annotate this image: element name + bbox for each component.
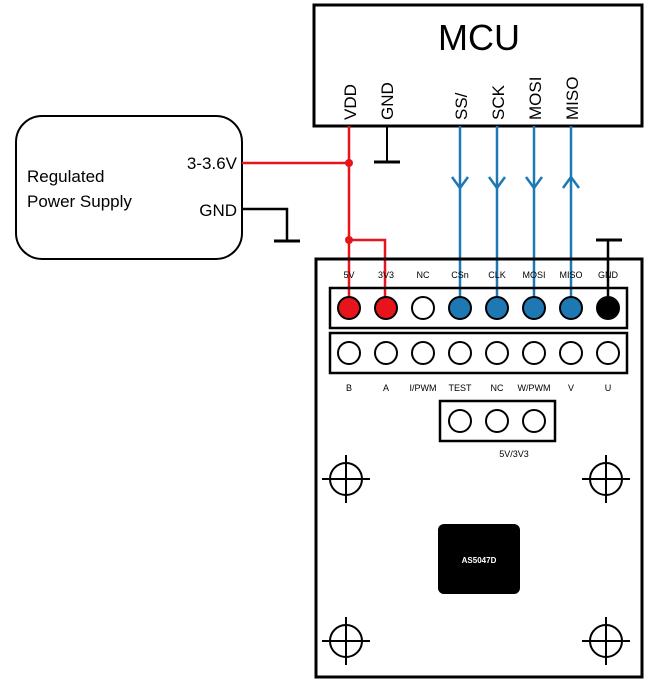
junction-dot-2: [345, 236, 353, 244]
mounting-hole-top-left: [322, 455, 370, 503]
label-miso: MISO: [559, 270, 582, 280]
mcu-pin-ss: SS/: [452, 92, 471, 120]
top-header: [328, 286, 629, 330]
pin-nc: [411, 296, 435, 320]
pin-miso: [559, 296, 583, 320]
power-supply-box: [15, 115, 243, 260]
label-nc-2: NC: [491, 383, 504, 393]
label-5v: 5V: [343, 270, 354, 280]
pin-mosi: [522, 296, 546, 320]
mcu-pin-vdd: VDD: [341, 84, 360, 120]
pin-b: [337, 341, 361, 365]
jumper-label: 5V/3V3: [499, 449, 529, 459]
chip-label: AS5047D: [462, 556, 497, 565]
pin-nc-2: [485, 341, 509, 365]
jumper-pin-3: [522, 409, 546, 433]
label-i-pwm: I/PWM: [410, 383, 437, 393]
pin-w-pwm: [522, 341, 546, 365]
label-u: U: [605, 383, 612, 393]
jumper-pin-2: [485, 409, 509, 433]
mcu-block: MCU VDD GND SS/ SCK MOSI MISO: [312, 3, 644, 128]
label-3v3: 3V3: [378, 270, 394, 280]
bottom-row-labels: B A I/PWM TEST NC W/PWM V U: [346, 383, 611, 393]
jumper-pin-1: [448, 409, 472, 433]
sck-arrow: [487, 176, 507, 191]
label-clk: CLK: [488, 270, 506, 280]
label-w-pwm: W/PWM: [518, 383, 551, 393]
mounting-hole-bottom-right: [582, 617, 630, 665]
pin-clk: [485, 296, 509, 320]
power-supply-out-label: 3-3.6V: [187, 154, 238, 173]
mcu-box: [312, 3, 644, 128]
ss-arrow: [450, 176, 470, 191]
mcu-title: MCU: [438, 17, 520, 58]
power-supply-label-2: Power Supply: [27, 192, 132, 211]
power-supply: Regulated Power Supply 3-3.6V GND: [15, 115, 243, 260]
miso-arrow: [561, 174, 581, 189]
pin-csn: [448, 296, 472, 320]
mounting-hole-top-right: [582, 455, 630, 503]
label-gnd: GND: [598, 270, 619, 280]
top-row-labels: 5V 3V3 NC CSn CLK MOSI MISO GND: [343, 270, 618, 280]
mounting-hole-bottom-left: [322, 617, 370, 665]
pin-3v3: [374, 296, 398, 320]
label-a: A: [383, 383, 389, 393]
power-wires: [242, 126, 387, 308]
spi-wires: [450, 126, 581, 308]
power-supply-label-1: Regulated: [27, 167, 105, 186]
label-csn: CSn: [451, 270, 469, 280]
3v3-wire: [349, 238, 387, 308]
bottom-header: [328, 331, 629, 375]
pin-v: [559, 341, 583, 365]
sensor-board: 5V 3V3 NC CSn CLK MOSI MISO GND B: [314, 257, 644, 679]
label-mosi: MOSI: [522, 270, 545, 280]
mcu-pin-gnd: GND: [378, 82, 397, 120]
mcu-pin-mosi: MOSI: [526, 77, 545, 120]
pin-i-pwm: [411, 341, 435, 365]
pin-u: [596, 341, 620, 365]
label-test: TEST: [448, 383, 472, 393]
mcu-pin-miso: MISO: [563, 77, 582, 120]
label-b: B: [346, 383, 352, 393]
mcu-pin-sck: SCK: [489, 84, 508, 120]
board-outline: [314, 257, 644, 679]
junction-dot-1: [345, 159, 353, 167]
jumper-header: [438, 399, 557, 443]
pin-a: [374, 341, 398, 365]
mosi-arrow: [524, 176, 544, 191]
label-v: V: [568, 383, 574, 393]
pin-gnd: [596, 296, 620, 320]
pin-test: [448, 341, 472, 365]
mcu-gnd-symbol: [374, 126, 400, 164]
pin-5v: [337, 296, 361, 320]
sensor-chip: [438, 524, 520, 594]
supply-gnd-wire: [242, 207, 300, 243]
label-nc: NC: [417, 270, 430, 280]
power-supply-gnd-label: GND: [199, 201, 237, 220]
